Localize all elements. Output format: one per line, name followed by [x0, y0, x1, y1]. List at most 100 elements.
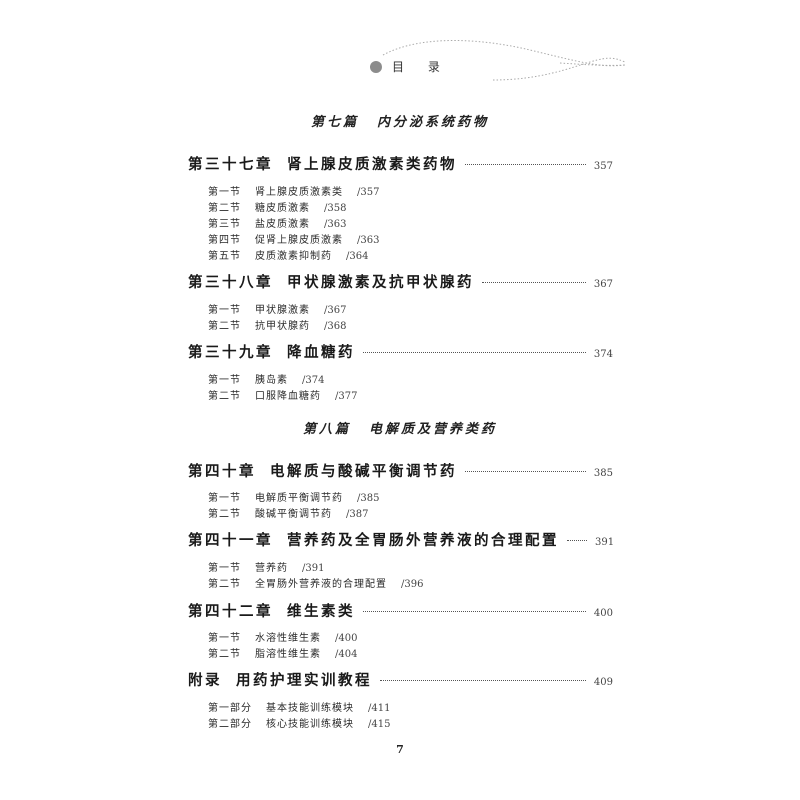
chapter-number: 第三十九章: [188, 345, 273, 361]
toc-chapter-42[interactable]: 第四十二章 维生素类 400: [188, 600, 613, 620]
section-number: 第一节: [208, 633, 241, 644]
section-title: 脂溶性维生素: [255, 649, 321, 660]
section-page: /391: [302, 563, 325, 574]
section-title: 促肾上腺皮质激素: [255, 235, 343, 246]
section-page: /358: [324, 203, 347, 214]
section-page: /364: [346, 251, 369, 262]
section-number: 第三节: [208, 219, 241, 230]
toc-chapter-38[interactable]: 第三十八章 甲状腺激素及抗甲状腺药 367: [188, 271, 613, 291]
chapter-title: 维生素类: [287, 604, 355, 620]
toc-section[interactable]: 第一节甲状腺激素/367: [208, 301, 346, 317]
section-page: /374: [302, 375, 325, 386]
chapter-title: 甲状腺激素及抗甲状腺药: [287, 275, 474, 291]
toc-section[interactable]: 第一节水溶性维生素/400: [208, 629, 357, 645]
section-title: 核心技能训练模块: [266, 719, 354, 730]
section-number: 第二部分: [208, 719, 252, 730]
section-title: 胰岛素: [255, 375, 288, 386]
toc-section[interactable]: 第五节皮质激素抑制药/364: [208, 247, 368, 263]
section-page: /367: [324, 305, 347, 316]
toc-section[interactable]: 第二部分 核心技能训练模块/415: [208, 715, 390, 731]
toc-section[interactable]: 第二节口服降血糖药/377: [208, 387, 357, 403]
section-number: 第一节: [208, 305, 241, 316]
chapter-page: 400: [593, 608, 613, 619]
section-number: 第二节: [208, 579, 241, 590]
appendix-page: 409: [593, 677, 613, 688]
toc-section[interactable]: 第四节促肾上腺皮质激素/363: [208, 231, 379, 247]
part-title-7: 第七篇 内分泌系统药物: [0, 111, 800, 130]
chapter-number: 第三十七章: [188, 157, 273, 173]
chapter-page: 367: [593, 279, 613, 290]
section-page: /357: [357, 187, 380, 198]
toc-section[interactable]: 第一节电解质平衡调节药/385: [208, 489, 379, 505]
section-title: 肾上腺皮质激素类: [255, 187, 343, 198]
section-number: 第一节: [208, 375, 241, 386]
section-title: 电解质平衡调节药: [255, 493, 343, 504]
section-title: 基本技能训练模块: [266, 703, 354, 714]
dot-leader: [380, 680, 586, 681]
section-title: 盐皮质激素: [255, 219, 310, 230]
section-page: /411: [368, 703, 391, 714]
section-page: /404: [335, 649, 358, 660]
section-number: 第一节: [208, 187, 241, 198]
section-number: 第五节: [208, 251, 241, 262]
section-number: 第二节: [208, 391, 241, 402]
chapter-title: 肾上腺皮质激素类药物: [287, 157, 457, 173]
section-page: /363: [324, 219, 347, 230]
dotted-wave-ornament: [382, 40, 626, 81]
toc-header: 目 录: [0, 0, 800, 100]
toc-section[interactable]: 第一部分 基本技能训练模块/411: [208, 699, 390, 715]
toc-section[interactable]: 第二节抗甲状腺药/368: [208, 317, 346, 333]
toc-section[interactable]: 第二节 酸碱平衡调节药/387: [208, 505, 368, 521]
toc-chapter-41[interactable]: 第四十一章 营养药及全胃肠外营养液的合理配置 391: [188, 529, 615, 549]
dot-leader: [482, 282, 586, 283]
toc-section[interactable]: 第二节 脂溶性维生素/404: [208, 645, 357, 661]
section-title: 糖皮质激素: [255, 203, 310, 214]
appendix-title: 用药护理实训教程: [236, 673, 372, 689]
part-number: 第八篇: [302, 422, 351, 437]
toc-chapter-37[interactable]: 第三十七章 肾上腺皮质激素类药物 357: [188, 153, 613, 173]
bullet-circle-icon: [370, 61, 382, 73]
toc-section[interactable]: 第二节全胃肠外营养液的合理配置/396: [208, 575, 423, 591]
part-name: 内分泌系统药物: [377, 115, 490, 130]
section-page: /387: [346, 509, 369, 520]
toc-section[interactable]: 第三节 盐皮质激素/363: [208, 215, 346, 231]
part-number: 第七篇: [310, 115, 359, 130]
section-page: /396: [401, 579, 424, 590]
section-number: 第二节: [208, 321, 241, 332]
toc-title: 目 录: [392, 60, 450, 74]
section-number: 第一部分: [208, 703, 252, 714]
toc-chapter-40[interactable]: 第四十章 电解质与酸碱平衡调节药 385: [188, 460, 613, 480]
section-number: 第二节: [208, 509, 241, 520]
chapter-number: 第三十八章: [188, 275, 273, 291]
appendix-label: 附录: [188, 673, 222, 689]
dot-leader: [363, 611, 586, 612]
dot-leader: [465, 471, 586, 472]
dot-leader: [465, 164, 586, 165]
toc-section[interactable]: 第一节 胰岛素/374: [208, 371, 324, 387]
dot-leader: [567, 540, 587, 541]
section-title: 水溶性维生素: [255, 633, 321, 644]
chapter-page: 357: [593, 161, 613, 172]
chapter-title: 营养药及全胃肠外营养液的合理配置: [287, 533, 559, 549]
section-title: 营养药: [255, 563, 288, 574]
part-title-8: 第八篇 电解质及营养类药: [0, 418, 800, 437]
section-number: 第二节: [208, 203, 241, 214]
toc-appendix[interactable]: 附录 用药护理实训教程 409: [188, 669, 613, 689]
toc-chapter-39[interactable]: 第三十九章 降血糖药 374: [188, 341, 613, 361]
section-page: /385: [357, 493, 380, 504]
page-number: 7: [396, 743, 404, 756]
section-number: 第二节: [208, 649, 241, 660]
chapter-page: 391: [595, 537, 615, 548]
section-title: 抗甲状腺药: [255, 321, 310, 332]
chapter-number: 第四十一章: [188, 533, 273, 549]
toc-section[interactable]: 第二节 糖皮质激素/358: [208, 199, 346, 215]
chapter-title: 电解质与酸碱平衡调节药: [270, 464, 457, 480]
toc-section[interactable]: 第一节营养药/391: [208, 559, 324, 575]
chapter-page: 374: [593, 349, 613, 360]
part-name: 电解质及营养类药: [369, 422, 498, 437]
section-page: /415: [368, 719, 391, 730]
section-title: 口服降血糖药: [255, 391, 321, 402]
section-title: 酸碱平衡调节药: [255, 509, 332, 520]
section-number: 第四节: [208, 235, 241, 246]
toc-section[interactable]: 第一节 肾上腺皮质激素类/357: [208, 183, 379, 199]
